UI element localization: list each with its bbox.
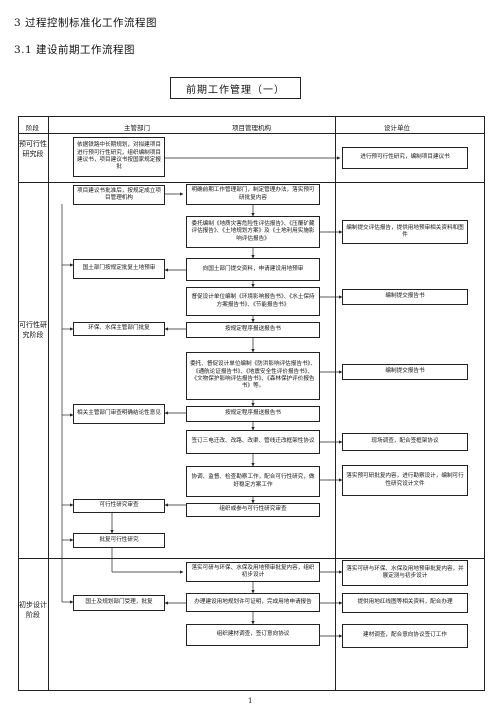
- org-box-commission-assessments: 委托编制《地质灾害危险性评估报告》、《压覆矿藏评估报告》、《土地规划方案》及《土…: [186, 216, 320, 248]
- stage-divider-1: [18, 182, 485, 183]
- org-box-land-presubmit: 向国土部门提交资料，申请建设用地预审: [186, 258, 320, 281]
- page-number: 1: [248, 697, 253, 705]
- col-header-org: 项目管理机构: [232, 124, 271, 132]
- stage-label-feasibility: 可行性研究阶段: [19, 321, 47, 339]
- org-box-submit-reports-1: 按规定程序报送报告书: [186, 322, 320, 338]
- org-box-fs-review: 组织或参与可行性研究审查: [186, 503, 320, 517]
- col-header-design: 设计单位: [384, 124, 410, 132]
- dept-box-land-approval: 国土部门按规定批复土地预审: [73, 259, 165, 279]
- design-box-assessment-reports: 编制提交评估报告，提供用地预审相关资料和图件: [342, 220, 468, 244]
- org-box-prelim-design: 落实可研与环保、水保及用地预审批复内容，组织初步设计: [186, 562, 320, 582]
- header-divider: [18, 133, 485, 134]
- dept-box-proposal: 依据铁路中长期规划，对拟建项目进行预可行性研究，组织编制项目建议书，项目建议书按…: [73, 137, 165, 177]
- dept-box-env-approval: 环保、水保主管部门批复: [73, 322, 165, 336]
- org-box-commission-special-reports: 委托、督促设计单位编制《防洪影响评估报告书》、《通航论证报告书》、《地震安全性评…: [186, 352, 320, 400]
- org-box-define-management: 明确前期工作管理部门，制定管理办法，落实预可研批复内容: [186, 184, 320, 205]
- design-box-submit-reports-1: 编制提交报告书: [342, 289, 468, 305]
- design-box-submit-reports-2: 编制提交报告书: [342, 364, 468, 380]
- design-box-prelim-survey: 落实可研与环保、水保及用地预审批复内容，并展定测与初步设计: [342, 560, 468, 586]
- stage-divider-2: [18, 558, 485, 559]
- design-box-material-survey: 建材调查，配合意向协议签订工作: [342, 624, 468, 648]
- stage-label-pre: 预可行性研究段: [19, 140, 47, 158]
- org-box-material-survey: 组织建材调查，签订意向协议: [186, 624, 320, 646]
- dept-box-fs-approve: 批复可行性研究: [73, 533, 165, 548]
- design-box-prefeasibility: 进行预可行性研究，编制项目建议书: [342, 147, 468, 169]
- org-box-env-reports: 督促设计单位编制《环境影响报告书》、《水土保持方案报告书》、《节能报告书》: [186, 287, 320, 316]
- org-box-land-permit: 办理建设用地规划许可证明，完成用地申请报告: [186, 593, 320, 612]
- column-divider-1: [48, 116, 49, 691]
- stage-label-prelim: 初步设计阶段: [19, 601, 47, 619]
- design-box-redline-drawings: 提供用地红线图等相关资料，配合办理: [342, 593, 468, 613]
- section-heading: 3 过程控制标准化工作流程图: [14, 17, 158, 29]
- column-divider-2: [335, 116, 336, 691]
- design-box-site-survey: 现场调查，配合签框架协议: [342, 433, 468, 451]
- flowchart-frame: [18, 116, 485, 691]
- org-box-submit-reports-2: 按规定程序报送报告书: [186, 406, 320, 422]
- design-box-fs-documents: 落实预可研批复内容，进行勘察设计，编制可行性研究设计文件: [342, 465, 468, 496]
- col-header-stage: 阶段: [26, 124, 39, 132]
- dept-box-establish-org: 项目建议书批准后，按规定成立项目管理机构: [73, 185, 165, 205]
- org-box-relocation-agreements: 签订三电迁改、改路、改渠、管线迁改框架性协议: [186, 430, 320, 454]
- col-header-dept: 主管部门: [124, 124, 150, 132]
- dept-box-planning-approve: 国土及规划部门受理，批复: [73, 595, 165, 611]
- flowchart-title: 前期工作管理（一）: [170, 77, 301, 99]
- dept-box-fs-review: 可行性研究审查: [73, 499, 165, 513]
- subsection-heading: 3.1 建设前期工作流程图: [14, 44, 136, 56]
- dept-box-review: 相关主管部门审查明确结论性意见: [73, 404, 165, 424]
- org-box-survey-coordination: 协调、监督、检查勘察工作，配合可行性研究，做好稳定方案工作: [186, 466, 320, 497]
